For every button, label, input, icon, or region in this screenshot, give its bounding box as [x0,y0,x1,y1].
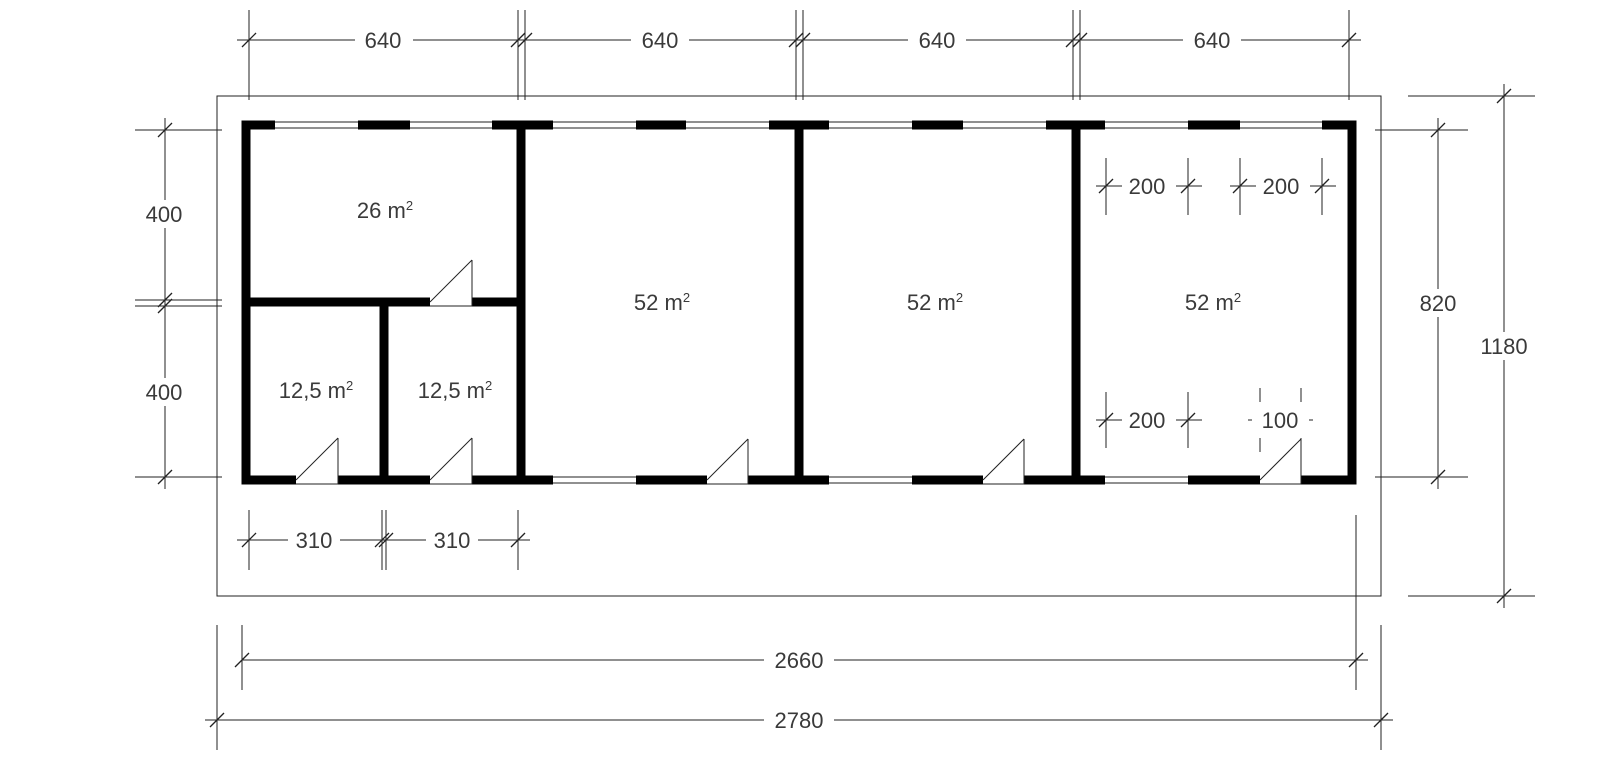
dim-room4-top-1: 200 [1129,174,1166,199]
door [1259,438,1302,485]
dim-top-2: 640 [642,28,679,53]
dim-bottom-small-1: 310 [296,528,333,553]
window [829,120,912,130]
dim-bottom-inner: 2660 [775,648,824,673]
dim-right-outer: 1180 [1480,334,1527,359]
door [429,259,473,307]
room-label-12-5-a: 12,5 m2 [279,378,354,403]
room-label-52-b: 52 m2 [907,290,963,315]
window [553,120,636,130]
door [429,437,473,485]
window [1105,475,1188,485]
dim-bottom-small-2: 310 [434,528,471,553]
dim-room4-top-2: 200 [1263,174,1300,199]
dimension-lines [135,10,1535,750]
dim-left-2: 400 [146,380,183,405]
dim-right-inner: 820 [1420,291,1457,316]
site-boundary [216,95,1382,597]
dim-room4-door: 100 [1262,408,1299,433]
door [295,437,339,485]
window [686,120,769,130]
door [982,438,1025,485]
dim-left-1: 400 [146,202,183,227]
room-label-26: 26 m2 [357,198,413,223]
dim-room4-bottom: 200 [1129,408,1166,433]
window [1240,120,1322,130]
room-label-12-5-b: 12,5 m2 [418,378,493,403]
dim-top-1: 640 [365,28,402,53]
window [553,475,636,485]
window [410,120,492,130]
room-label-52-a: 52 m2 [634,290,690,315]
window [1105,120,1188,130]
dimension-labels: 640 640 640 640 400 400 820 1180 310 310… [140,26,1534,734]
window [963,120,1046,130]
window [829,475,912,485]
room-label-52-c: 52 m2 [1185,290,1241,315]
dim-top-3: 640 [919,28,956,53]
doors [295,259,1302,485]
dim-bottom-outer: 2780 [775,708,824,733]
door [706,438,749,485]
window [275,120,358,130]
walls [241,120,1357,485]
windows [275,120,1322,485]
dim-top-4: 640 [1194,28,1231,53]
